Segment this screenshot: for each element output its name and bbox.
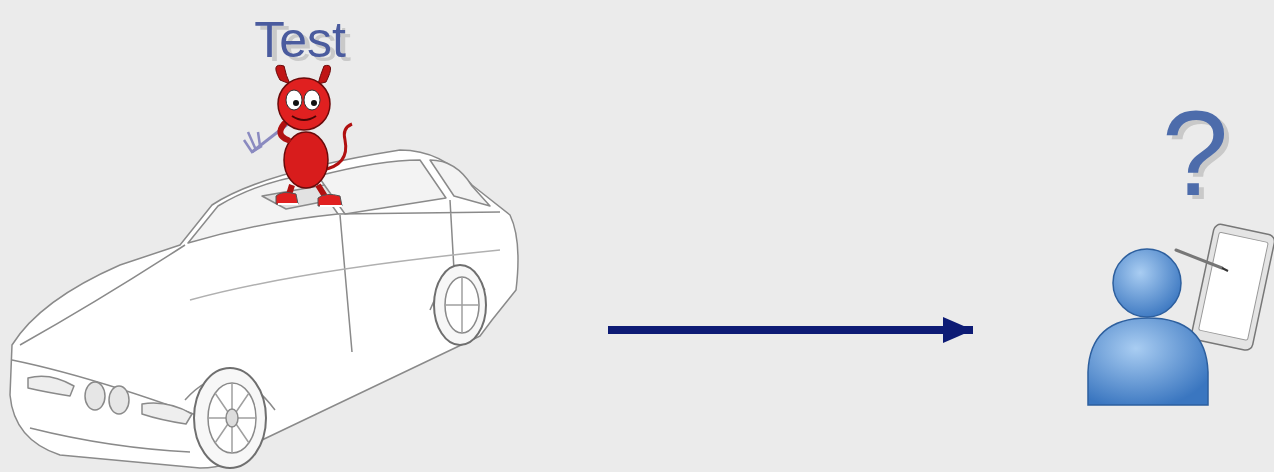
car-illustration-part <box>30 428 190 452</box>
daemon-mascot-part <box>278 204 342 206</box>
car-node: Test <box>0 10 605 470</box>
car-illustration-part <box>338 200 500 352</box>
daemon-mascot-part <box>292 116 316 120</box>
daemon-mascot-part <box>278 78 330 130</box>
car-illustration-part <box>109 386 129 414</box>
user-node: ? <box>975 80 1274 420</box>
car-illustration-part <box>208 383 256 453</box>
user-icon-part <box>1176 250 1222 268</box>
car-illustration-part <box>434 265 486 345</box>
user-icon-part <box>1222 268 1228 271</box>
car-illustration-part <box>208 383 256 453</box>
user-icon-part <box>1191 223 1274 351</box>
daemon-mascot-part <box>311 100 317 106</box>
car-illustration-part <box>85 382 105 410</box>
user-icon-part <box>1088 318 1208 405</box>
heading-text: ? <box>1125 93 1265 213</box>
daemon-mascot <box>244 65 352 206</box>
car-illustration-part <box>226 409 238 427</box>
car-illustration-part <box>445 277 479 333</box>
heading-text: Test <box>190 15 410 65</box>
car-illustration <box>10 150 518 468</box>
daemon-mascot-part <box>318 194 342 206</box>
flow-arrow <box>608 326 973 334</box>
car-illustration-part <box>20 245 185 345</box>
car-illustration-part <box>194 368 266 468</box>
car-illustration-part <box>445 277 479 333</box>
user-icon-part-part <box>1191 223 1274 351</box>
daemon-mascot-part <box>244 132 262 152</box>
daemon-mascot-part <box>276 192 298 204</box>
daemon-mascot-part <box>280 124 288 140</box>
car-illustration-part <box>10 150 518 468</box>
daemon-mascot-part <box>286 90 302 110</box>
user-icon-part <box>1113 249 1181 317</box>
daemon-mascot-part <box>304 90 320 110</box>
user-icon <box>1088 223 1274 405</box>
user-icon-part-part <box>1199 232 1269 340</box>
car-illustration-part <box>430 160 490 206</box>
daemon-mascot-part <box>293 100 299 106</box>
car-illustration-part <box>28 376 74 396</box>
car-illustration-part <box>142 403 192 424</box>
